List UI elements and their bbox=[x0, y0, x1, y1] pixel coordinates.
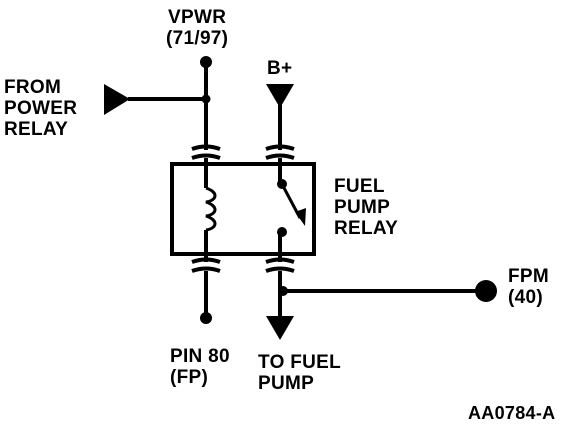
fuel-pump-relay-label: FUEL PUMP RELAY bbox=[334, 176, 399, 239]
to-fuel-pump-label: TO FUEL PUMP bbox=[258, 352, 342, 394]
fpm-terminal bbox=[475, 280, 497, 302]
connector-top-right bbox=[265, 144, 295, 160]
switch-contact-bottom bbox=[277, 227, 287, 237]
relay-coil bbox=[205, 186, 217, 232]
connector-top-left bbox=[191, 144, 221, 160]
relay-box bbox=[170, 162, 316, 256]
junction-fpm bbox=[278, 286, 288, 296]
fpm-label: FPM (40) bbox=[508, 266, 550, 308]
junction-power bbox=[201, 94, 211, 104]
vpwr-label: VPWR (71/97) bbox=[166, 7, 229, 49]
bplus-arrow bbox=[266, 84, 294, 108]
pin80-terminal bbox=[200, 312, 212, 324]
vpwr-terminal bbox=[200, 56, 212, 68]
figure-id-label: AA0784-A bbox=[468, 403, 556, 423]
switch-contact-top bbox=[277, 179, 287, 189]
pin80-label: PIN 80 (FP) bbox=[170, 346, 230, 388]
switch-arrowhead bbox=[295, 208, 306, 226]
pump-arrow bbox=[266, 316, 294, 340]
from-power-relay-label: FROM POWER RELAY bbox=[4, 77, 78, 140]
power-relay-arrow bbox=[104, 84, 130, 115]
bplus-label: B+ bbox=[267, 58, 293, 79]
